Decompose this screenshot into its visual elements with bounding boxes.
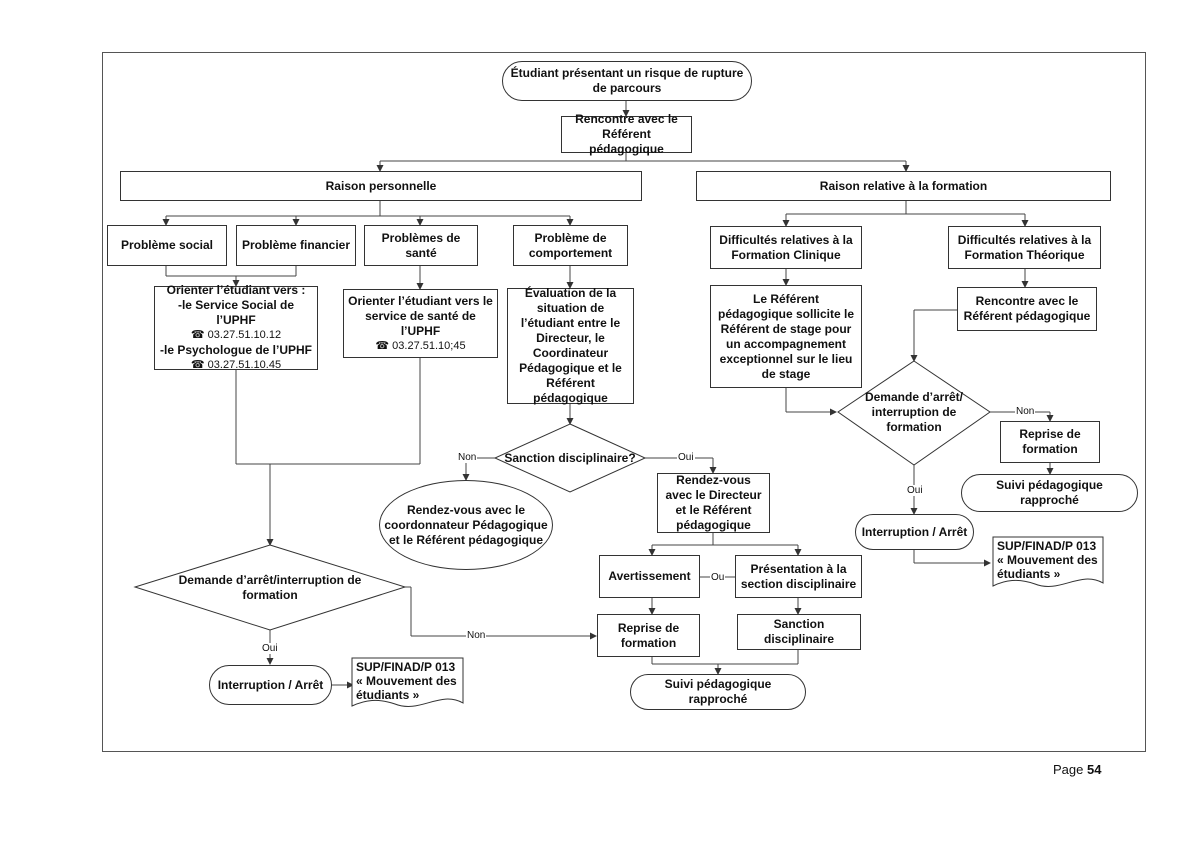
- raison-personnelle-node: Raison personnelle: [120, 171, 642, 201]
- orienter-social-title: Orienter l’étudiant vers :: [166, 283, 306, 297]
- problemes-sante-node: Problèmes de santé: [364, 225, 478, 266]
- interruption-right-node: Interruption / Arrêt: [855, 514, 974, 550]
- probleme-financier-node: Problème financier: [236, 225, 356, 266]
- non-label: Non: [1015, 406, 1036, 417]
- orienter-social-phone1-row: ☎ 03.27.51.10.12: [191, 328, 281, 343]
- reprise-left-node: Reprise de formation: [597, 614, 700, 657]
- interruption-left-node: Interruption / Arrêt: [209, 665, 332, 705]
- demande-left-decision: Demande d’arrêt/interruption de formatio…: [178, 573, 362, 602]
- suivi-right-node: Suivi pédagogique rapproché: [961, 474, 1138, 512]
- difficultes-theorique-node: Difficultés relatives à la Formation Thé…: [948, 226, 1101, 269]
- reprise-right-node: Reprise de formation: [1000, 421, 1100, 463]
- rdv-coordonnateur-node: Rendez-vous avec le coordonnateur Pédago…: [379, 480, 553, 570]
- oui-label: Oui: [677, 452, 695, 463]
- sanction-decision-shape: [493, 423, 647, 493]
- page-label: Page: [1053, 762, 1084, 777]
- demande-right-decision-shape: [837, 360, 991, 466]
- sup-right-doc: SUP/FINAD/P 013 « Mouvement des étudiant…: [997, 539, 1098, 581]
- sup-left-doc-shape: [351, 657, 464, 707]
- orienter-social-line1: -le Service Social de l’UPHF: [177, 298, 295, 327]
- demande-left-decision-shape: [133, 544, 407, 631]
- oui-label: Oui: [906, 485, 924, 496]
- orienter-social-phone2-row: ☎ 03.27.51.10.45: [191, 358, 281, 373]
- probleme-social-node: Problème social: [107, 225, 227, 266]
- raison-formation-node: Raison relative à la formation: [696, 171, 1111, 201]
- rdv-directeur-node: Rendez-vous avec le Directeur et le Réfé…: [657, 473, 770, 533]
- non-label: Non: [466, 630, 487, 641]
- orienter-sante-node: Orienter l’étudiant vers le service de s…: [343, 289, 498, 358]
- telephone-icon: ☎: [190, 359, 205, 371]
- suivi-left-node: Suivi pédagogique rapproché: [630, 674, 806, 710]
- presentation-node: Présentation à la section disciplinaire: [735, 555, 862, 598]
- probleme-comportement-node: Problème de comportement: [513, 225, 628, 266]
- avertissement-node: Avertissement: [599, 555, 700, 598]
- start-node: Étudiant présentant un risque de rupture…: [502, 61, 752, 101]
- referent-sollicite-node: Le Référent pédagogique sollicite le Réf…: [710, 285, 862, 388]
- demande-right-decision: Demande d’arrêt/ interruption de formati…: [864, 389, 964, 434]
- page-number: Page 54: [1053, 762, 1101, 777]
- orienter-social-phone1: 03.27.51.10.12: [207, 329, 282, 341]
- orienter-sante-phone-row: ☎ 03.27.51.10;45: [375, 339, 465, 354]
- difficultes-clinique-node: Difficultés relatives à la Formation Cli…: [710, 226, 862, 269]
- sup-left-doc: SUP/FINAD/P 013 « Mouvement des étudiant…: [356, 660, 457, 702]
- orienter-social-line2: -le Psychologue de l’UPHF: [159, 343, 313, 357]
- telephone-icon: ☎: [190, 329, 205, 341]
- page-number-value: 54: [1087, 762, 1102, 777]
- sanction-decision: Sanction disciplinaire?: [504, 450, 636, 465]
- telephone-icon: ☎: [375, 339, 390, 352]
- evaluation-node: Évaluation de la situation de l’étudiant…: [507, 286, 634, 405]
- meet-referent-right-node: Rencontre avec le Référent pédagogique: [957, 287, 1097, 331]
- orienter-social-phone2: 03.27.51.10.45: [207, 359, 282, 371]
- page-frame: [102, 52, 1146, 752]
- sup-right-doc-shape: [992, 536, 1104, 587]
- non-label: Non: [457, 452, 478, 463]
- meet-referent-node: Rencontre avec le Référent pédagogique: [561, 112, 692, 156]
- oui-label: Oui: [261, 643, 279, 654]
- orienter-sante-text: Orienter l’étudiant vers le service de s…: [348, 293, 493, 338]
- orienter-sante-phone: 03.27.51.10;45: [392, 339, 466, 352]
- ou-label: Ou: [710, 572, 726, 583]
- sanction-node: Sanction disciplinaire: [737, 614, 861, 650]
- orienter-social-node: Orienter l’étudiant vers : -le Service S…: [154, 283, 318, 373]
